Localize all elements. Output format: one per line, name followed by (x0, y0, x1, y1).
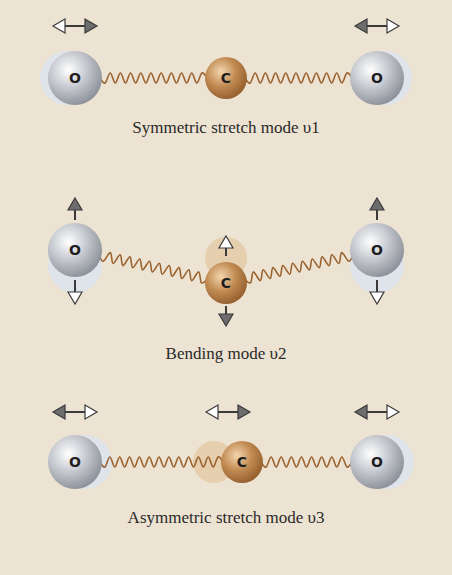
arrow-head (387, 405, 399, 419)
atom-symbol: O (69, 70, 81, 86)
motion-arrow (68, 280, 82, 304)
atom: C (221, 441, 263, 483)
motion-arrow (219, 306, 233, 326)
atom: O (48, 51, 102, 105)
ghost-atoms (40, 51, 414, 489)
mode-caption: Symmetric stretch mode υ1 (132, 118, 319, 138)
arrow-head (85, 19, 97, 33)
spring (99, 253, 207, 283)
atom-symbol: O (69, 242, 81, 258)
double-arrow (355, 19, 399, 33)
mode-caption: Asymmetric stretch mode υ3 (128, 508, 325, 528)
mode-caption: Bending mode υ2 (166, 344, 287, 364)
atom: C (205, 262, 247, 304)
atom-symbol: C (221, 70, 231, 86)
atom-symbol: C (221, 275, 231, 291)
arrow-head (219, 236, 233, 248)
atom: O (48, 223, 102, 277)
atom: O (350, 51, 404, 105)
arrow-head (355, 19, 367, 33)
atom-symbol: C (237, 454, 247, 470)
arrow-head (68, 292, 82, 304)
spring (261, 457, 352, 467)
motion-arrow (68, 198, 82, 220)
arrow-head (370, 198, 384, 210)
atom: O (350, 435, 404, 489)
motion-arrows (53, 19, 399, 419)
arrow-head (370, 292, 384, 304)
arrow-head (68, 198, 82, 210)
atom: O (48, 435, 102, 489)
spring (245, 253, 353, 283)
arrow-head (53, 405, 65, 419)
double-arrow (206, 405, 250, 419)
arrow-head (238, 405, 250, 419)
atom-symbol: O (371, 454, 383, 470)
arrow-head (387, 19, 399, 33)
motion-arrow (370, 280, 384, 304)
double-arrow (53, 405, 97, 419)
double-arrow (53, 19, 97, 33)
arrow-head (355, 405, 367, 419)
spring (100, 73, 207, 83)
atom: C (205, 57, 247, 99)
atom: O (350, 223, 404, 277)
arrow-head (85, 405, 97, 419)
arrow-head (206, 405, 218, 419)
atom-symbol: O (371, 70, 383, 86)
atom-symbol: O (69, 454, 81, 470)
motion-arrow (219, 236, 233, 256)
motion-arrow (370, 198, 384, 220)
arrow-head (53, 19, 65, 33)
atom-symbol: O (371, 242, 383, 258)
double-arrow (355, 405, 399, 419)
spring (100, 457, 223, 467)
spring (245, 73, 352, 83)
arrow-head (219, 314, 233, 326)
